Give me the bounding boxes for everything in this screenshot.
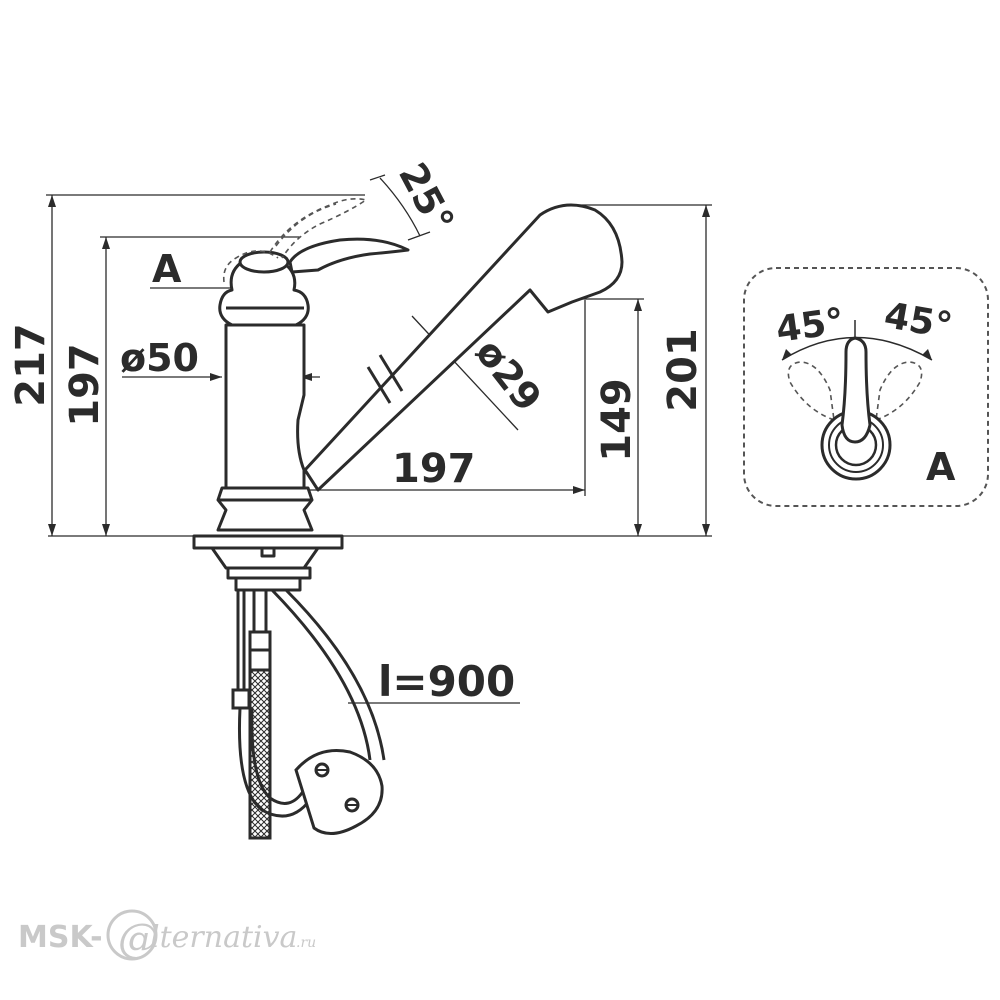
label-hose-length: l=900 [378, 657, 515, 706]
dimension-labels: 217 197 A ø50 25° ø29 197 149 201 l=900 … [8, 156, 956, 706]
label-detail-angle-right: 45° [881, 295, 955, 347]
watermark-prefix: MSK- [18, 920, 103, 955]
faucet-body [192, 203, 624, 592]
detail-view-a [743, 267, 989, 507]
supply-hoses [231, 588, 386, 840]
label-diameter-spout: ø29 [467, 330, 550, 419]
watermark: MSK- @ lternativa .ru [18, 909, 316, 962]
dimension-lines [46, 174, 712, 704]
detail-view-frame [743, 267, 989, 507]
label-height-total: 217 [8, 323, 54, 407]
hose-counterweight [294, 749, 384, 835]
label-height-spout-top: 201 [660, 328, 706, 412]
label-reach: 197 [392, 446, 476, 492]
label-detail-angle-left: 45° [774, 301, 847, 351]
dimension-arrows [48, 195, 710, 536]
handle-tilt-dashed [222, 198, 368, 283]
label-detail-view-marker: A [926, 445, 956, 489]
watermark-script: lternativa [150, 920, 297, 955]
watermark-at-logo: @ [106, 909, 158, 962]
label-view-marker: A [152, 247, 182, 291]
svg-text:@: @ [118, 916, 158, 962]
label-height-spout-outlet: 149 [594, 378, 640, 462]
label-diameter-body: ø50 [120, 336, 199, 380]
label-height-handle: 197 [62, 343, 108, 427]
label-tilt-angle: 25° [390, 156, 463, 240]
watermark-suffix: .ru [296, 935, 316, 951]
